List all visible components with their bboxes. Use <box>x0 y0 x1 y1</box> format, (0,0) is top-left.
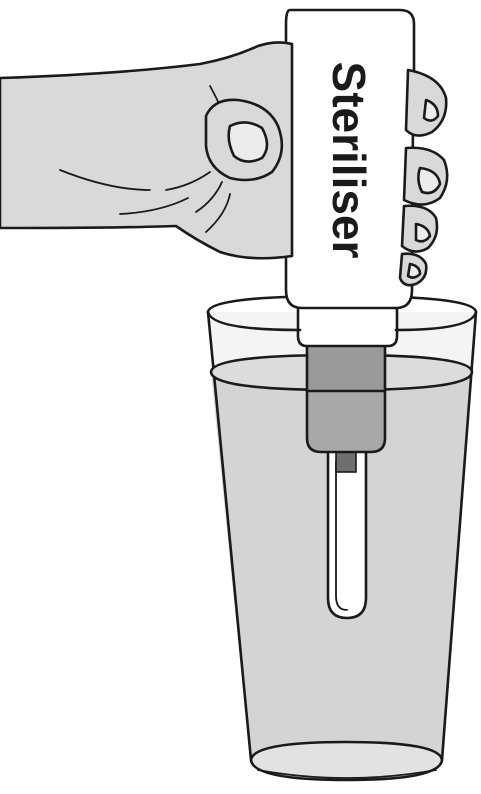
thumbnail <box>229 122 267 161</box>
device-label: Steriliser <box>323 62 375 259</box>
lower-collar <box>307 390 385 452</box>
lamp-base <box>336 452 356 472</box>
cap-ring <box>298 306 397 346</box>
grey-collar <box>307 345 385 391</box>
